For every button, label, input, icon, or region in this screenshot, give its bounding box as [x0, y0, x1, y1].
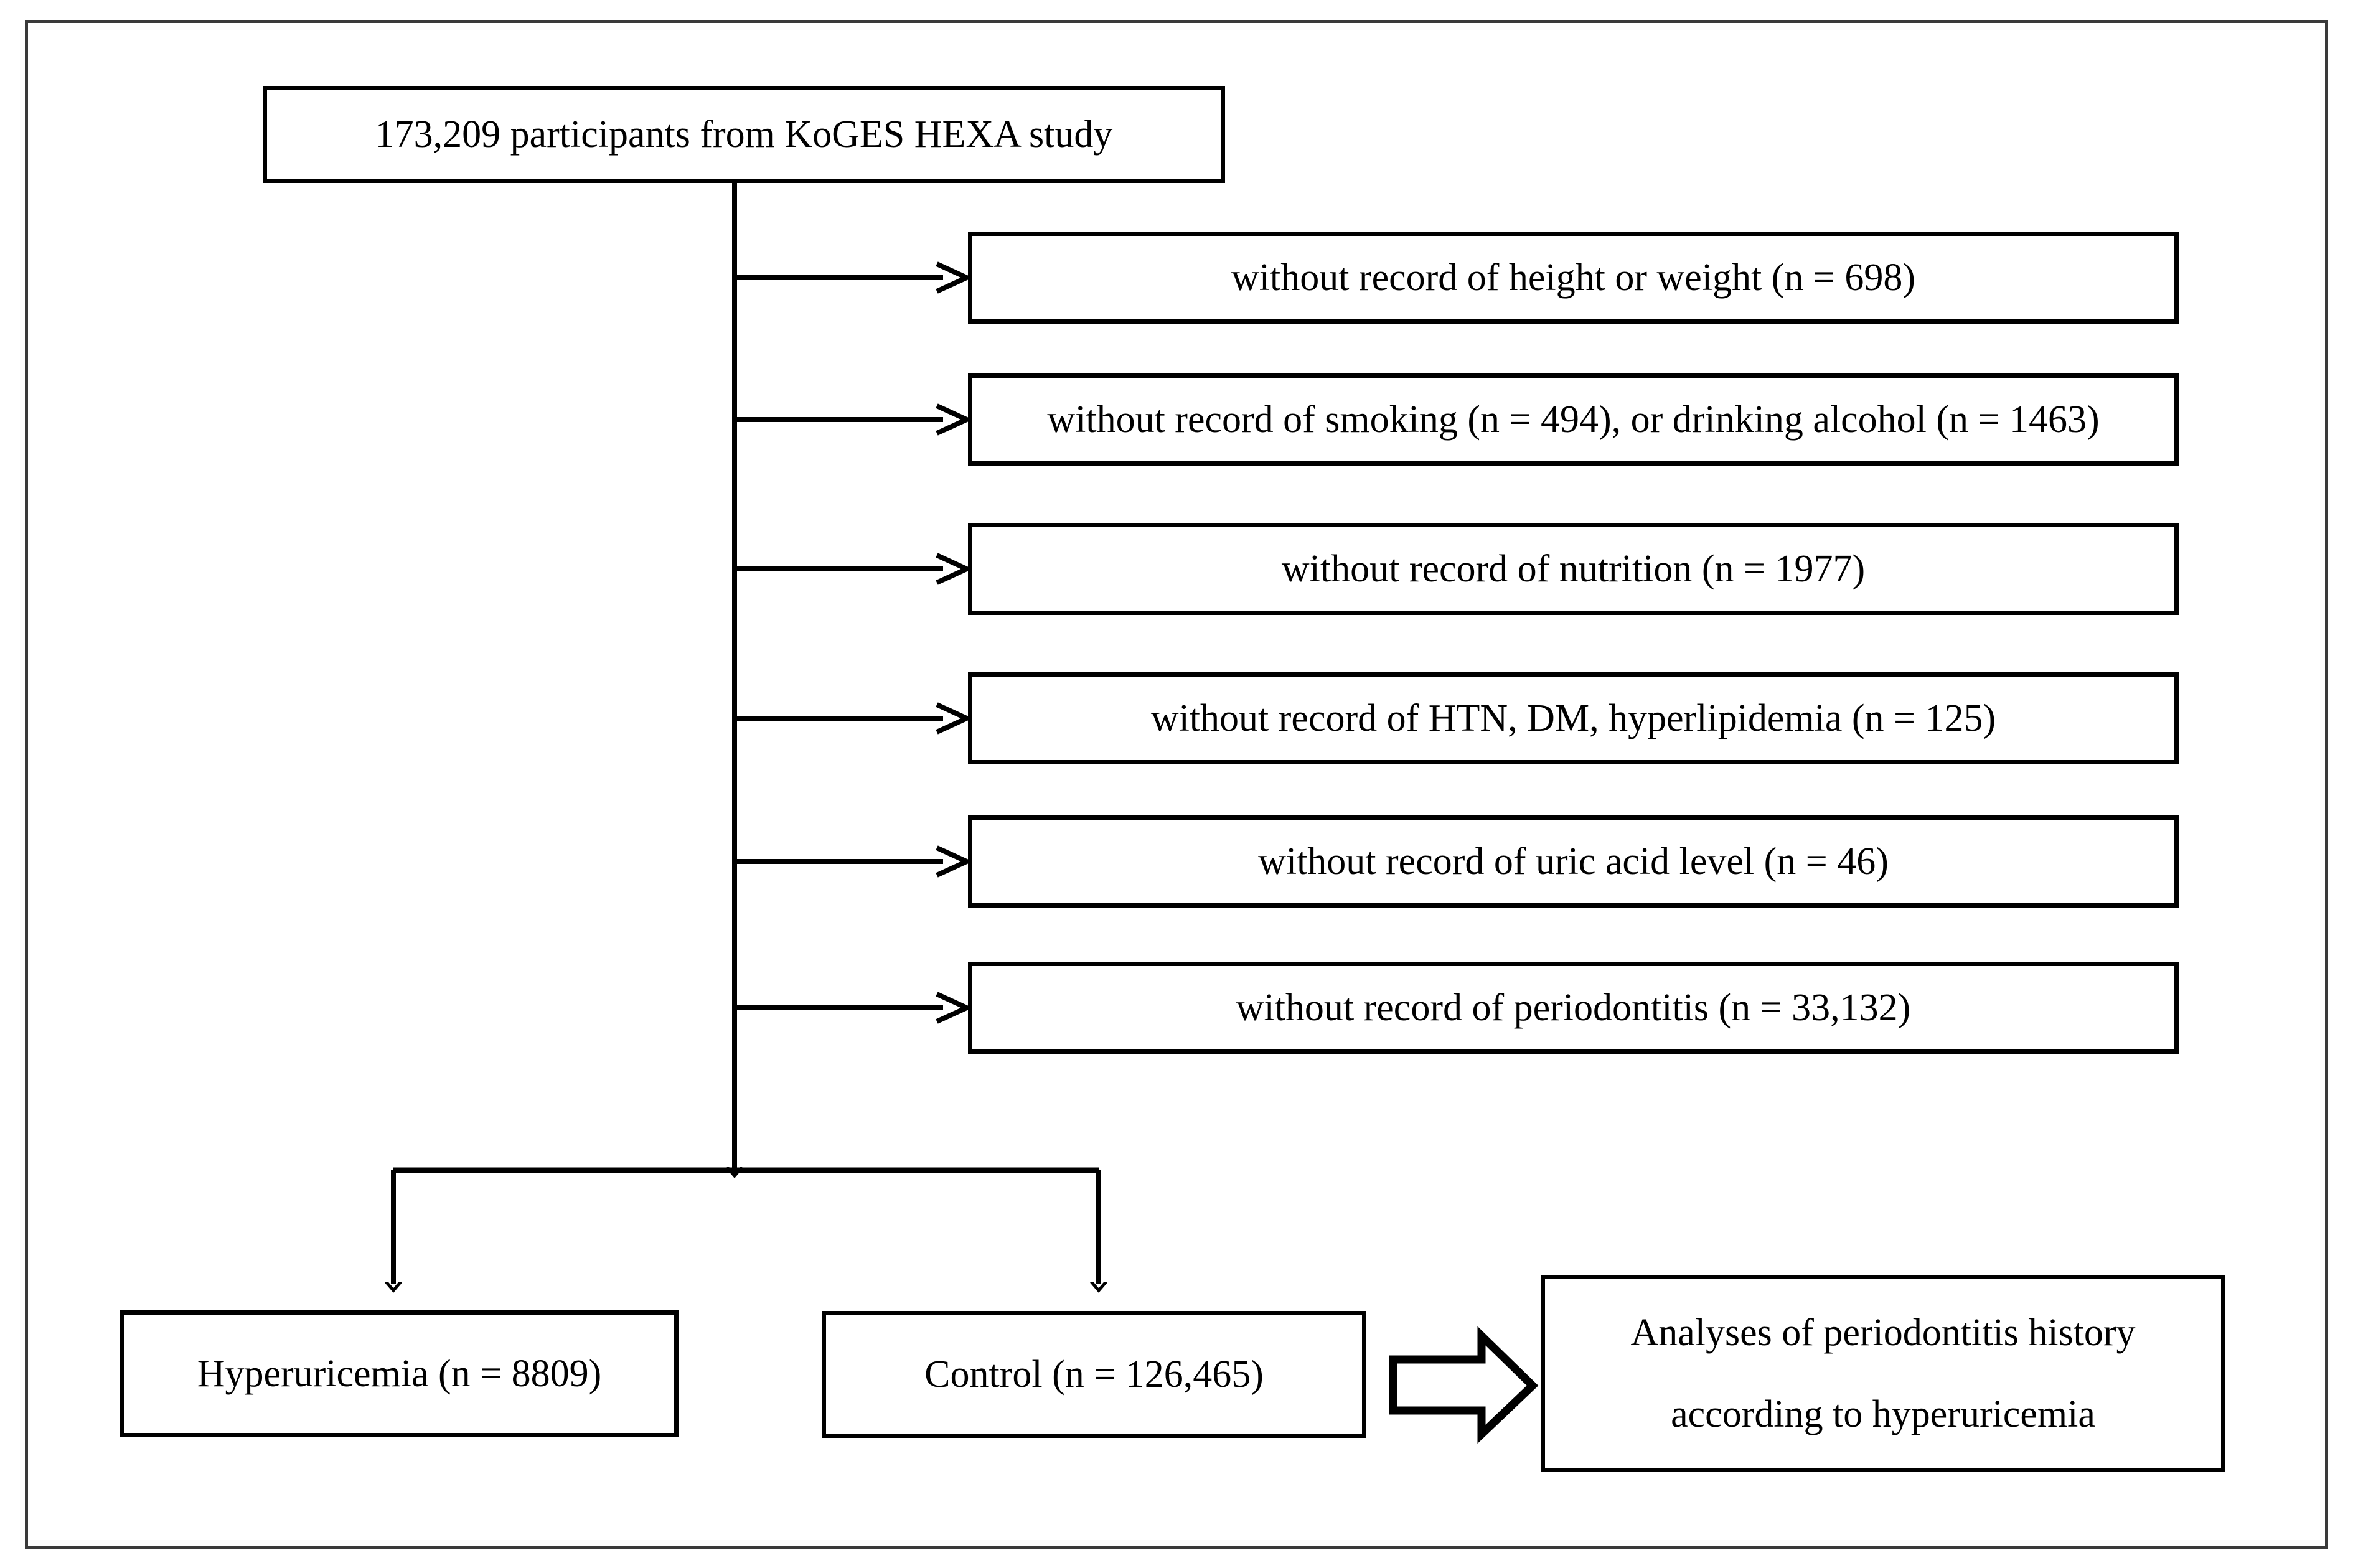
exclusion-box-smoking-alcohol: without record of smoking (n = 494), or …: [968, 373, 2179, 466]
analysis-line-1: Analyses of periodontitis history: [1630, 1312, 2136, 1354]
exclusion-label-1: without record of height or weight (n = …: [1231, 256, 1916, 299]
exclusion-box-uric-acid: without record of uric acid level (n = 4…: [968, 815, 2179, 908]
group-box-hyperuricemia: Hyperuricemia (n = 8809): [120, 1310, 679, 1437]
exclusion-label-2: without record of smoking (n = 494), or …: [1047, 398, 2100, 441]
group-box-control: Control (n = 126,465): [822, 1311, 1366, 1438]
exclusion-box-height-weight: without record of height or weight (n = …: [968, 232, 2179, 324]
source-cohort-label: 173,209 participants from KoGES HEXA stu…: [375, 113, 1113, 156]
analysis-outcome-box: Analyses of periodontitis history accord…: [1541, 1275, 2225, 1472]
analysis-line-2: according to hyperuricemia: [1671, 1392, 2095, 1435]
figure-border: [25, 20, 2328, 1549]
exclusion-label-6: without record of periodontitis (n = 33,…: [1236, 986, 1911, 1029]
exclusion-box-periodontitis: without record of periodontitis (n = 33,…: [968, 962, 2179, 1054]
group-label-hyperuricemia: Hyperuricemia (n = 8809): [197, 1352, 602, 1395]
exclusion-box-nutrition: without record of nutrition (n = 1977): [968, 523, 2179, 615]
exclusion-label-4: without record of HTN, DM, hyperlipidemi…: [1150, 697, 1996, 739]
exclusion-label-3: without record of nutrition (n = 1977): [1281, 547, 1866, 590]
exclusion-label-5: without record of uric acid level (n = 4…: [1258, 840, 1889, 883]
source-cohort-box: 173,209 participants from KoGES HEXA stu…: [263, 86, 1225, 183]
group-label-control: Control (n = 126,465): [924, 1353, 1264, 1396]
exclusion-box-comorbidity: without record of HTN, DM, hyperlipidemi…: [968, 672, 2179, 764]
